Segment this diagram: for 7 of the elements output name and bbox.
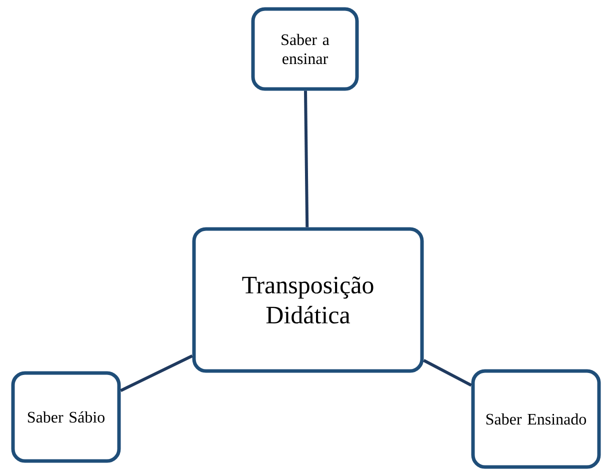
connector-line: [304, 90, 309, 228]
connector-line: [120, 354, 193, 392]
concept-box: Saber Sábio: [11, 371, 121, 463]
concept-box: Saber a ensinar: [251, 7, 359, 91]
connector-line: [423, 359, 472, 387]
concept-box: Transposição Didática: [192, 227, 424, 373]
concept-box: Saber Ensinado: [471, 369, 601, 469]
